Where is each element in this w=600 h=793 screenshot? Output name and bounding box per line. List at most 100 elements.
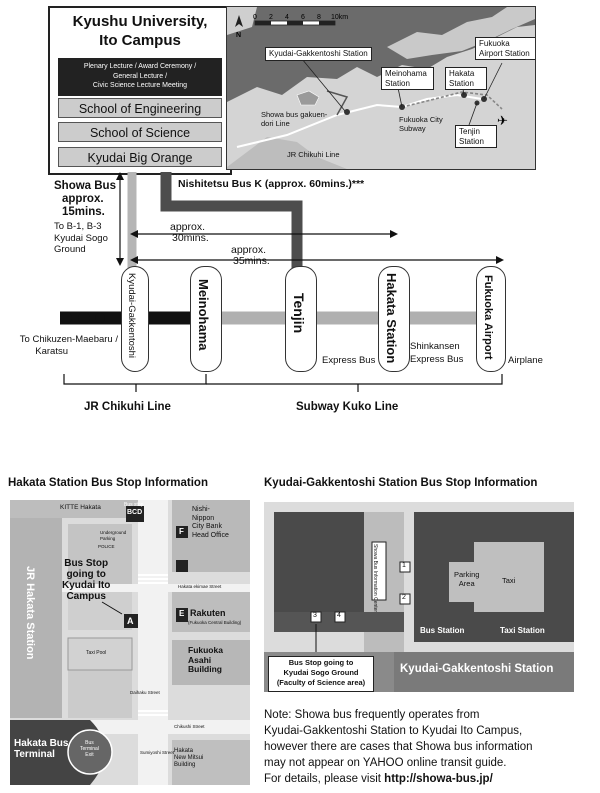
showa-bus-link[interactable]: http://showa-bus.jp/: [384, 773, 493, 785]
school-engineering: School of Engineering: [58, 98, 222, 118]
approx-line: approx.: [170, 221, 206, 233]
mitsui-line: Building: [174, 762, 196, 768]
label-fukuoka-city-subway: Fukuoka City Subway: [399, 115, 443, 133]
bus-stop-f: F: [179, 527, 184, 536]
showa-bus-label: Showa Bus approx. 15mins.: [54, 180, 116, 219]
to-chikuzen-label: To Chikuzen-Maebaru / Karatsu: [4, 334, 118, 358]
station-tenjin: Tenjin: [285, 266, 317, 372]
campus-title: Kyushu University, Ito Campus: [50, 12, 230, 50]
label-chikushi-street: Chikushi Street: [174, 724, 205, 729]
bus-stop-marker: [124, 614, 138, 628]
note-url-prefix: For details, please visit: [264, 773, 385, 785]
label-showa-bus-line: Showa bus gakuen-dori Line: [261, 110, 328, 128]
line-dot: [60, 312, 72, 324]
station-label: Kyudai-Gakkentoshi: [126, 273, 137, 359]
label-jr-hakata-station: JR Hakata Station: [24, 566, 36, 660]
north-arrow-icon: N: [235, 15, 243, 39]
parking-line: Parking: [454, 570, 480, 579]
bus-stop-a: A: [127, 616, 134, 626]
mitsui-line: Hakata: [174, 748, 194, 754]
exit-line: Terminal: [80, 746, 99, 752]
stop-number-4: 4: [337, 612, 341, 619]
info-line: Information: [372, 570, 378, 596]
label-tenjin-station: Tenjin Station: [455, 125, 497, 148]
scale-bar: [254, 20, 336, 26]
approx-line: 30mins.: [172, 232, 209, 244]
hakata-bus-stop-note: Bus Stop going to Kyudai Ito Campus: [62, 558, 110, 602]
label-hakata-station: Hakata Station: [445, 67, 487, 90]
station-hakata: Hakata Station: [378, 266, 410, 372]
label-sumiyoshi-street: Sumiyoshi Street: [140, 750, 175, 755]
campus-box: Kyushu University, Ito Campus Plenary Le…: [48, 6, 232, 175]
shinkansen-label: Shinkansen Express Bus: [410, 340, 463, 366]
shinkansen-line: Shinkansen: [410, 341, 460, 352]
line-dot: [78, 312, 90, 324]
venue-line: Plenary Lecture / Award Ceremony /: [83, 63, 197, 70]
scale-tick: 2: [269, 14, 273, 21]
inset-map: 0 2 4 6 8 10km N ✈ Kyudai-Gakkentoshi St…: [226, 6, 536, 170]
info-line: Showa Bus: [372, 544, 378, 570]
venue-label: Plenary Lecture / Award Ceremony / Gener…: [58, 58, 222, 96]
station-label: Fukuoka Airport: [482, 275, 494, 360]
station-dot: [344, 109, 350, 115]
airplane-label: Airplane: [508, 355, 543, 366]
note-line: Note: Showa bus frequently operates from: [264, 709, 480, 721]
note-line: Bus Stop going to: [288, 658, 354, 667]
note-text: Note: Showa bus frequently operates from…: [264, 707, 594, 787]
label-kitte-hakata: KITTE Hakata: [60, 504, 101, 511]
label-nishinippon-bank: Nishi- Nippon City Bank Head Office: [192, 506, 229, 540]
to-ground-line: Ground: [54, 244, 86, 255]
bus-stop-marker: [176, 608, 188, 622]
label-police: POLICE: [98, 544, 115, 549]
campus-title-line1: Kyushu University,: [72, 13, 208, 30]
bank-line: Head Office: [192, 531, 229, 539]
stop-number-1: 1: [402, 562, 406, 569]
school-science: School of Science: [58, 122, 222, 142]
bank-line: Nishi-: [192, 506, 210, 513]
kyudai-big-orange: Kyudai Big Orange: [58, 147, 222, 167]
station-label: Meinohama: [196, 279, 211, 351]
note-line: Campus: [66, 591, 106, 602]
exit-line: Bus: [85, 740, 94, 746]
to-ground-line: To B-1, B-3: [54, 221, 102, 232]
venue-line: General Lecture /: [112, 72, 168, 80]
parking-line: Parking: [100, 535, 116, 541]
stop-number-2: 2: [402, 594, 406, 601]
stop-marker: [399, 561, 411, 573]
scale-tick: 6: [301, 14, 305, 21]
note-line: Kyudai Sogo Ground: [283, 668, 359, 677]
stop-marker: [310, 611, 322, 623]
note-line: Kyudai-Gakkentoshi Station to Kyudai Ito…: [264, 725, 523, 737]
bus-stop-marker: [176, 526, 188, 538]
note-line: Bus Stop: [64, 558, 109, 569]
bus-stop-marker: [126, 506, 144, 522]
approx-30-label: approx. 30mins.: [170, 222, 209, 244]
showa-bus-line: Showa Bus: [54, 180, 116, 192]
stop-marker: [334, 611, 346, 623]
label-taxi-pool: Taxi Pool: [86, 650, 107, 656]
bank-line: City Bank: [192, 523, 222, 530]
stop-marker: [399, 593, 411, 605]
route-diagram: [60, 172, 505, 392]
kyudai-bus-stop-note: Bus Stop going to Kyudai Sogo Ground (Fa…: [268, 656, 374, 692]
terminal-line: Hakata Bus: [14, 738, 69, 749]
label-meinohama-station: Meinohama Station: [381, 67, 434, 90]
label-jr-chikuhi-line: JR Chikuhi Line: [287, 150, 340, 159]
hakata-map-title: Hakata Station Bus Stop Information: [8, 477, 208, 489]
stop-number-3: 3: [313, 612, 317, 619]
label-rakuten-sub: (Fukuoka Central Building): [188, 620, 242, 625]
label-info-center: Showa Bus Information Center: [372, 544, 378, 612]
to-chikuzen-line: Karatsu: [35, 346, 68, 357]
kyudai-map-title: Kyudai-Gakkentoshi Station Bus Stop Info…: [264, 477, 538, 489]
scale-tick: 0: [253, 14, 257, 21]
approx-35-label: approx. 35mins.: [231, 245, 270, 267]
label-daihaku-street: Daihaku Street: [130, 690, 160, 695]
to-ground-label: To B-1, B-3 Kyudai Sogo Ground: [54, 221, 108, 256]
exit-line: Exit: [85, 752, 94, 758]
bus-stop-marker: [176, 560, 188, 572]
label-taxi-station: Taxi Station: [500, 626, 545, 635]
note-url-line: For details, please visit http://showa-b…: [264, 771, 594, 787]
label-kyudai-gakkentoshi-station: Kyudai-Gakkentoshi Station: [265, 47, 372, 61]
venue-line: Civic Science Lecture Meeting: [92, 82, 188, 89]
campus-title-line2: Ito Campus: [99, 32, 181, 49]
